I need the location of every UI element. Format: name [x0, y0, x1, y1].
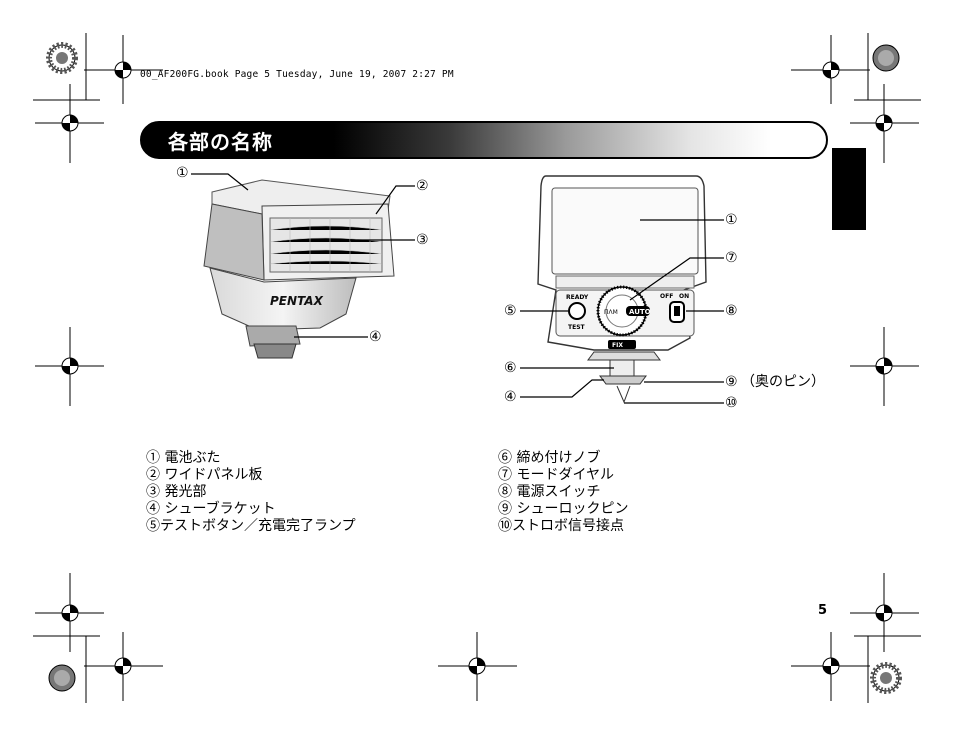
- list-item: ③ 発光部: [146, 484, 207, 500]
- section-title: 各部の名称: [168, 130, 273, 154]
- callout-right-6: ⑥: [504, 360, 517, 376]
- file-header-line: 00_AF200FG.book Page 5 Tuesday, June 19,…: [140, 69, 454, 80]
- section-title-bar: [140, 121, 828, 159]
- svg-text:ΠΛΜ: ΠΛΜ: [604, 309, 618, 316]
- list-item: ⑨ シューロックピン: [498, 501, 629, 517]
- fix-label: FIX: [612, 342, 623, 349]
- list-item: ⑧ 電源スイッチ: [498, 484, 601, 500]
- auto-label: AUTO: [629, 308, 651, 316]
- chapter-tab: [832, 148, 866, 230]
- list-item: ④ シューブラケット: [146, 501, 276, 517]
- list-item: ① 電池ぶた: [146, 450, 221, 466]
- callout-left-2: ②: [416, 178, 429, 194]
- list-item: ⑩ストロボ信号接点: [498, 518, 624, 534]
- callout-right-1: ①: [725, 212, 738, 228]
- callout-left-4: ④: [369, 329, 382, 345]
- callout-right-9-note: （奥のピン）: [741, 374, 825, 390]
- list-item: ⑤テストボタン／充電完了ランプ: [146, 518, 356, 534]
- list-item: ⑦ モードダイヤル: [498, 467, 615, 483]
- callout-right-7: ⑦: [725, 250, 738, 266]
- list-item: ② ワイドパネル板: [146, 467, 263, 483]
- callout-left-1: ①: [176, 165, 189, 181]
- callout-right-5: ⑤: [504, 303, 517, 319]
- callout-right-4: ④: [504, 389, 517, 405]
- test-label: TEST: [568, 324, 586, 331]
- callout-right-10: ⑩: [725, 395, 738, 411]
- callout-right-9: ⑨: [725, 374, 738, 390]
- callout-left-3: ③: [416, 232, 429, 248]
- parts-list-left: ① 電池ぶた ② ワイドパネル板 ③ 発光部 ④ シューブラケット ⑤テストボタ…: [146, 450, 356, 535]
- ready-label: READY: [566, 294, 589, 301]
- pentax-logo-text: PENTAX: [270, 294, 324, 308]
- list-item: ⑥ 締め付けノブ: [498, 450, 601, 466]
- callout-right-8: ⑧: [725, 303, 738, 319]
- page-number: 5: [818, 603, 828, 618]
- parts-list-right: ⑥ 締め付けノブ ⑦ モードダイヤル ⑧ 電源スイッチ ⑨ シューロックピン ⑩…: [498, 450, 628, 535]
- on-label: ON: [679, 293, 689, 300]
- off-label: OFF: [660, 293, 673, 300]
